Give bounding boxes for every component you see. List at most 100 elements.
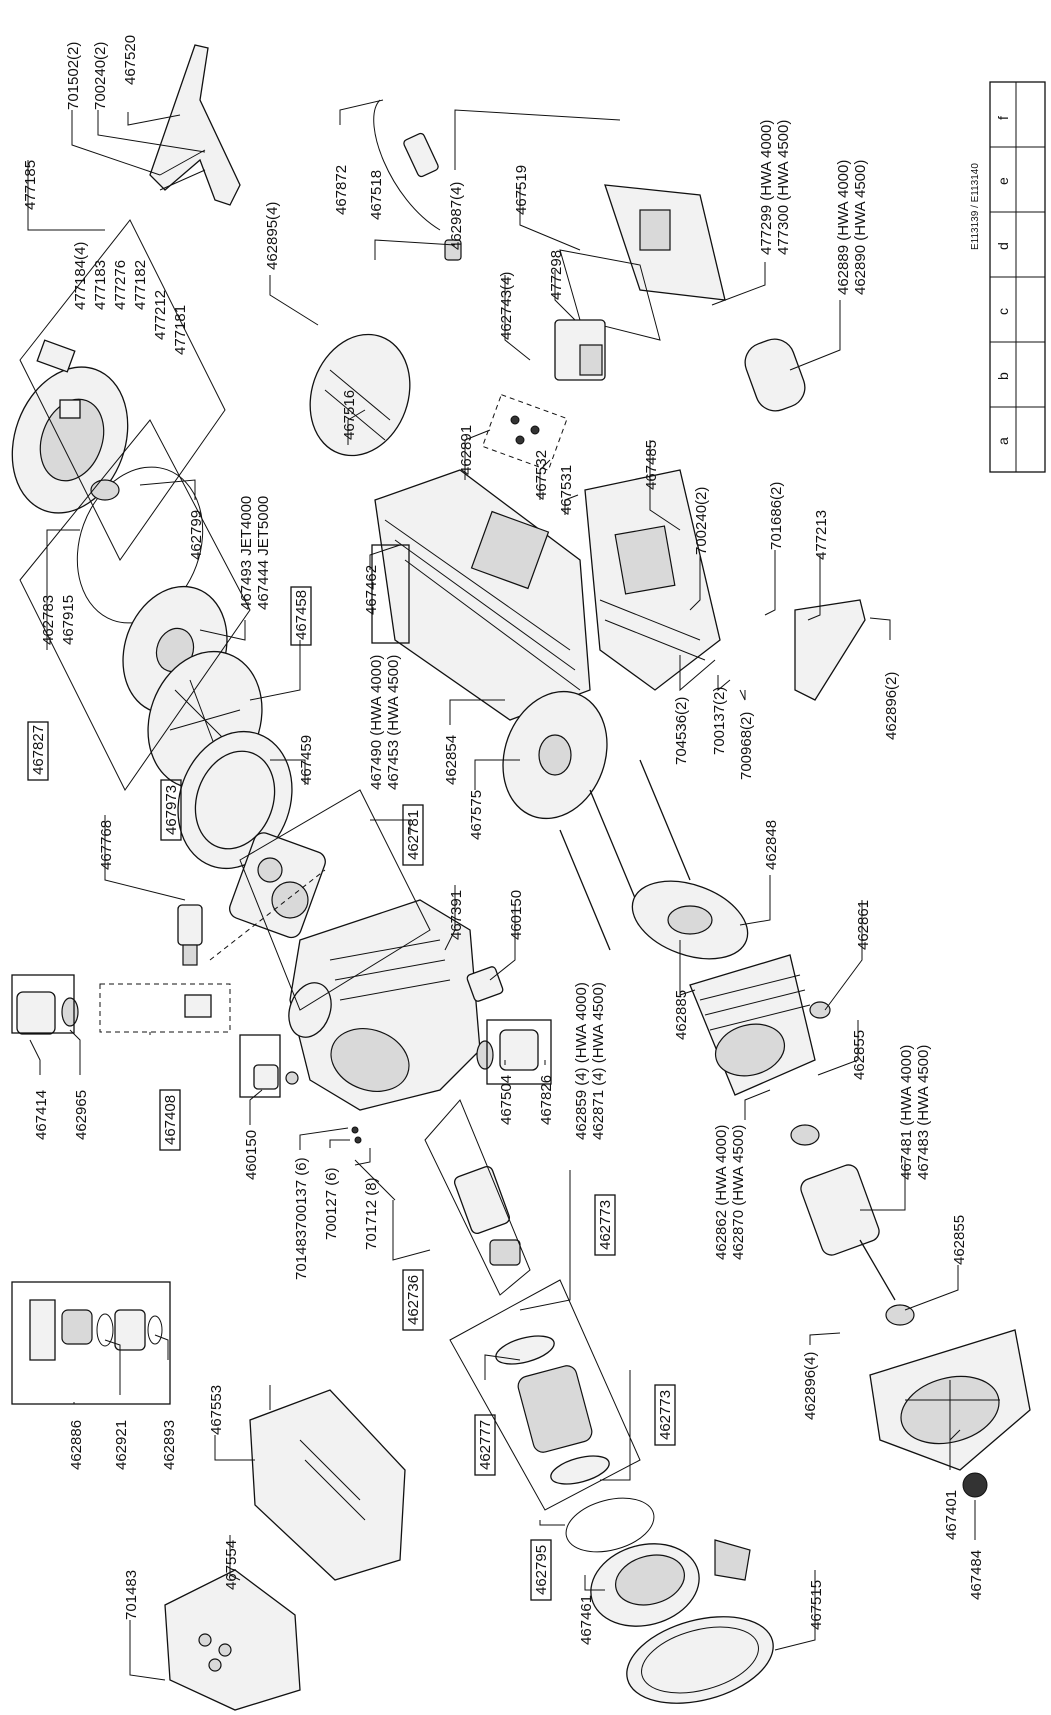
label-462871: 462871 (4) (HWA 4500) [590, 982, 607, 1140]
legend-cell-a: a [995, 437, 1011, 445]
label-462743: 462743(4) [498, 272, 515, 340]
label-701712: 701712 (8) [363, 1177, 380, 1250]
label-462781: 462781 [405, 810, 422, 860]
label-701686: 701686(2) [768, 482, 785, 550]
label-477298: 477298 [548, 250, 565, 300]
label-477182: 477182 [132, 260, 149, 310]
label-467518: 467518 [368, 170, 385, 220]
legend-cell-d: d [995, 242, 1011, 250]
hose-connector-part [11, 1281, 171, 1405]
label-462859: 462859 (4) (HWA 4000) [573, 982, 590, 1140]
drawing-code: E113139 / E113140 [970, 163, 981, 250]
label-462799: 462799 [188, 510, 205, 560]
label-700240-a: 700240(2) [92, 42, 109, 110]
rotor-part [790, 1124, 896, 1301]
label-462870: 462870 (HWA 4500) [730, 1125, 747, 1260]
o-ring-part [76, 466, 204, 624]
terminal-cover-part [164, 1569, 301, 1711]
label-700127: 700127 (6) [323, 1167, 340, 1240]
control-panel-part [559, 184, 726, 341]
end-bell-part [309, 333, 411, 457]
front-cover-disc [11, 339, 129, 514]
label-462889: 462889 (HWA 4000) [835, 160, 852, 295]
stator-part [689, 954, 816, 1096]
check-valve-part [476, 1029, 539, 1071]
label-467872: 467872 [333, 165, 350, 215]
legend-cell-f: f [995, 116, 1011, 120]
label-462795: 462795 [533, 1545, 550, 1595]
seal-ring [565, 1497, 655, 1553]
label-477181: 477181 [172, 305, 189, 355]
legend-cell-c: c [995, 308, 1011, 315]
label-477185: 477185 [22, 160, 39, 210]
label-701502: 701502(2) [65, 42, 82, 110]
label-467553: 467553 [208, 1385, 225, 1435]
group-frames [19, 219, 641, 1511]
part-labels: 477185 701502(2) 700240(2) 467520 477184… [22, 35, 985, 1645]
label-460150-b: 460150 [243, 1130, 260, 1180]
legend-cell-e: e [995, 177, 1011, 185]
label-467485: 467485 [643, 440, 660, 490]
label-704536: 704536(2) [673, 697, 690, 765]
label-462891: 462891 [458, 425, 475, 475]
screws-part [351, 1126, 396, 1201]
label-467401: 467401 [943, 1490, 960, 1540]
label-467391: 467391 [448, 890, 465, 940]
label-462987: 462987(4) [448, 182, 465, 250]
label-477184: 477184(4) [72, 242, 89, 310]
motor-housing [374, 469, 591, 721]
label-467827: 467827 [30, 725, 47, 775]
label-462885: 462885 [673, 990, 690, 1040]
label-462895: 462895(4) [264, 202, 281, 270]
label-462890: 462890 (HWA 4500) [852, 160, 869, 295]
label-700137: 700137(2) [711, 687, 728, 755]
fill-plug-part [16, 991, 79, 1035]
label-462862: 462862 (HWA 4000) [713, 1125, 730, 1260]
legend-cell-b: b [995, 372, 1011, 380]
bearing-part [809, 1001, 915, 1326]
label-477299: 477299 (HWA 4000) [758, 120, 775, 255]
pump-housing [288, 899, 481, 1111]
label-462921: 462921 [113, 1420, 130, 1470]
label-467459: 467459 [298, 735, 315, 785]
capacitor-part [744, 338, 806, 412]
label-467414: 467414 [33, 1090, 50, 1140]
flange-part [631, 880, 749, 960]
label-477213: 477213 [813, 510, 830, 560]
label-462773-b: 462773 [657, 1390, 674, 1440]
ejector-part [229, 832, 326, 939]
label-462736: 462736 [405, 1275, 422, 1325]
label-467483: 467483 (HWA 4500) [915, 1045, 932, 1180]
inlet-nozzle [453, 1166, 521, 1266]
label-462893: 462893 [161, 1420, 178, 1470]
label-462896-a: 462896(4) [802, 1352, 819, 1420]
label-467973: 467973 [163, 785, 180, 835]
label-701483700137: 701483700137 (6) [293, 1157, 310, 1280]
label-462965: 462965 [73, 1090, 90, 1140]
label-467532: 467532 [533, 450, 550, 500]
label-467516: 467516 [341, 390, 358, 440]
label-477212: 477212 [152, 290, 169, 340]
drain-plug-part [253, 1064, 299, 1090]
label-462848: 462848 [763, 820, 780, 870]
valve-part [177, 904, 203, 966]
fan-cover-part [869, 1329, 1031, 1471]
label-460150-a: 460150 [508, 890, 525, 940]
electronic-module-part [554, 319, 606, 381]
label-467915: 467915 [60, 595, 77, 645]
label-462855-b: 462855 [951, 1215, 968, 1265]
legend-table: a b c d e f E113139 / E113140 [970, 81, 1046, 473]
screw-set-part [481, 394, 568, 471]
label-467461: 467461 [578, 1595, 595, 1645]
label-467484: 467484 [968, 1550, 985, 1600]
motor-cover-part [249, 1389, 406, 1581]
clamp-ring [626, 1539, 774, 1704]
label-462783: 462783 [40, 595, 57, 645]
label-467453: 467453 (HWA 4500) [385, 655, 402, 790]
label-467458: 467458 [293, 590, 310, 640]
label-boxes [11, 544, 676, 1601]
tie-rods-part [559, 759, 691, 951]
label-467493: 467493 JET4000 [238, 496, 255, 610]
